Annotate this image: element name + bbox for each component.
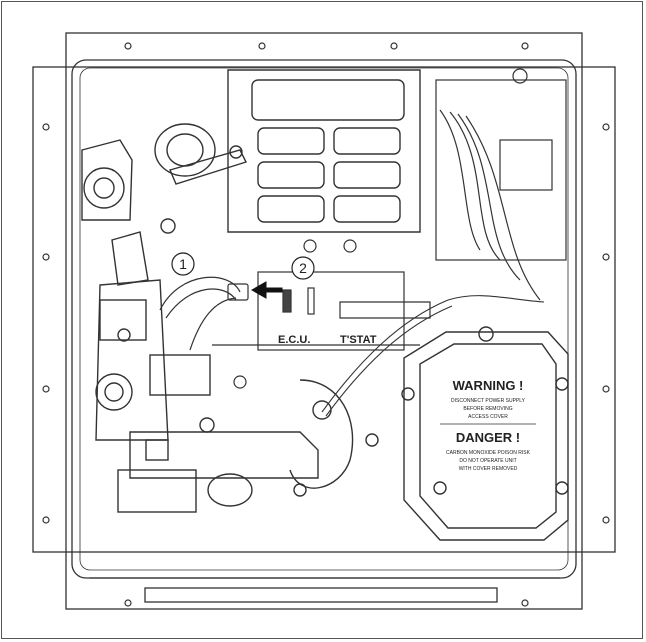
danger-line-2: DO NOT OPERATE UNIT <box>459 458 516 464</box>
callout-2: 2 <box>291 256 315 280</box>
ecu-wiring <box>159 276 249 351</box>
access-cover <box>401 326 569 541</box>
danger-title: DANGER ! <box>456 430 520 445</box>
callout-1: 1 <box>171 252 195 276</box>
vent-grille <box>227 69 421 233</box>
warning-label: WARNING ! DISCONNECT POWER SUPPLY BEFORE… <box>440 378 536 472</box>
side-flange-plate <box>32 66 616 553</box>
callout-1-number: 1 <box>179 256 187 272</box>
burner-tube <box>117 379 379 513</box>
water-inlet-fitting <box>81 139 133 221</box>
danger-line-3: WITH COVER REMOVED <box>459 466 518 472</box>
bottom-rail <box>144 587 498 603</box>
mounting-holes <box>42 42 610 607</box>
warning-line-2: BEFORE REMOVING <box>463 406 512 412</box>
tstat-label: T'STAT <box>340 334 377 346</box>
warning-line-3: ACCESS COVER <box>468 414 508 420</box>
terminal-plate <box>212 239 431 389</box>
danger-line-1: CARBON MONOXIDE POISON RISK <box>446 450 531 456</box>
gas-valve <box>95 231 215 441</box>
warning-title: WARNING ! <box>453 378 524 393</box>
back-flange-plate <box>65 32 583 610</box>
warning-line-1: DISCONNECT POWER SUPPLY <box>451 398 526 404</box>
relief-valve <box>154 123 247 234</box>
tstat-wiring <box>321 295 545 417</box>
ecu-label: E.C.U. <box>278 334 310 346</box>
arrow-icon <box>250 281 283 299</box>
circuit-board <box>435 68 567 301</box>
callout-2-number: 2 <box>299 260 307 276</box>
